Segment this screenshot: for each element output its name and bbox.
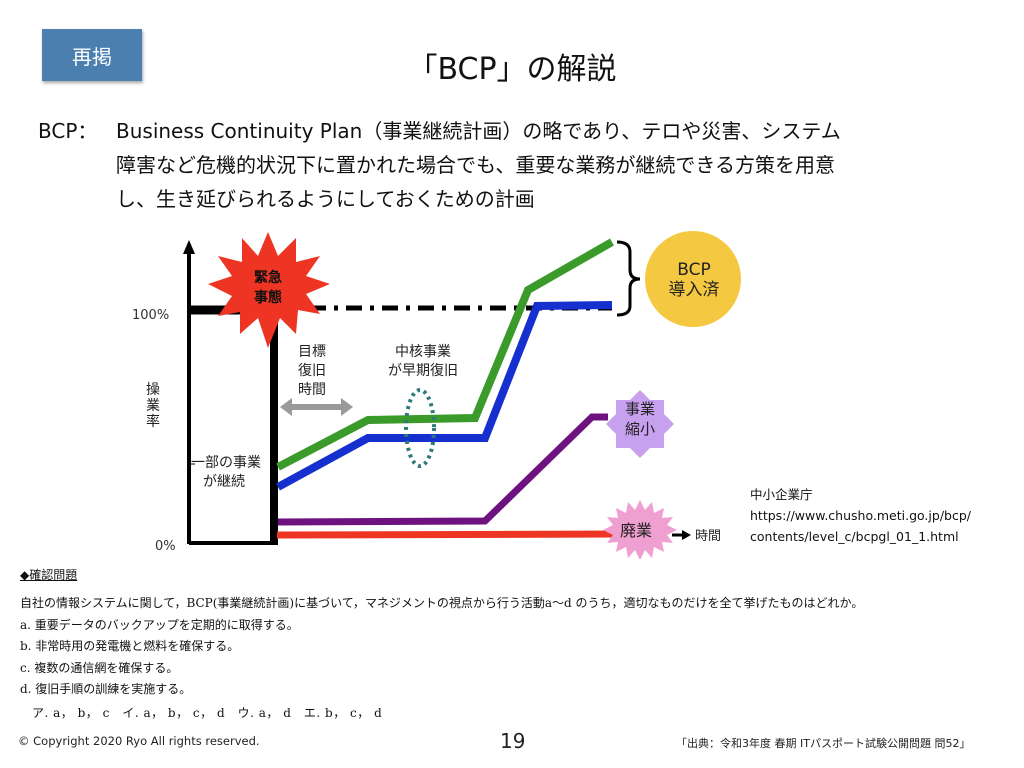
y-tick-0: 0% bbox=[155, 539, 176, 554]
quiz-item-c: c. 複数の通信網を確保する。 bbox=[20, 660, 179, 675]
page-title: 「BCP」の解説 bbox=[407, 52, 617, 87]
definition-line-1: Business Continuity Plan（事業継続計画）の略であり、テロ… bbox=[116, 119, 841, 143]
source-note: 中小企業庁 https://www.chusho.meti.go.jp/bcp/… bbox=[750, 484, 971, 547]
core-business-label: 中核事業 が早期復旧 bbox=[388, 344, 458, 379]
quiz-choices: ア. a， b， c イ. a， b， c， d ウ. a， d エ. b， c… bbox=[32, 705, 383, 720]
target-recovery-time-arrow bbox=[280, 398, 353, 416]
y-axis-arrow-icon bbox=[183, 240, 195, 254]
business-shrink-star-icon bbox=[606, 390, 674, 458]
quiz-item-a: a. 重要データのバックアップを定期的に取得する。 bbox=[20, 617, 299, 632]
bcp-line-high bbox=[276, 238, 614, 471]
definition-line-3: し、生き延びられるようにしておくための計画 bbox=[116, 187, 535, 211]
bcp-brace bbox=[616, 240, 641, 317]
bcp-implemented-circle bbox=[645, 231, 741, 327]
quiz-section: ◆確認問題 自社の情報システムに関して，BCP(事業継続計画)に基づいて，マネジ… bbox=[20, 566, 863, 724]
emergency-burst-icon bbox=[208, 232, 330, 348]
source-note-url-2: contents/level_c/bcpgl_01_1.html bbox=[750, 529, 959, 544]
definition-term: BCP： bbox=[38, 119, 98, 143]
reposted-badge-label: 再掲 bbox=[72, 44, 112, 69]
bcp-line-low bbox=[276, 301, 613, 491]
partial-business-label: 一部の事業 が継続 bbox=[191, 455, 261, 490]
y-axis-label: 操業率 bbox=[146, 382, 160, 430]
business-closure-burst-icon bbox=[603, 500, 677, 560]
exam-source: 「出典：令和3年度 春期 ITパスポート試験公開問題 問52」 bbox=[676, 737, 971, 750]
y-tick-100: 100% bbox=[132, 308, 170, 323]
quiz-item-b: b. 非常時用の発電機と燃料を確保する。 bbox=[20, 639, 240, 653]
source-note-org: 中小企業庁 bbox=[750, 487, 813, 502]
x-axis-label: 時間 bbox=[695, 529, 722, 544]
quiz-item-d: d. 復旧手順の訓練を実施する。 bbox=[20, 682, 192, 696]
target-recovery-time-label: 目標 復旧 時間 bbox=[298, 344, 326, 398]
reposted-badge: 再掲 bbox=[42, 29, 142, 81]
y-axis bbox=[183, 240, 195, 544]
business-closure-label: 廃業 bbox=[620, 521, 653, 540]
definition-line-2: 障害など危機的状況下に置かれた場合でも、重要な業務が継続できる方策を用意 bbox=[116, 153, 835, 177]
bcp-implemented-label: BCP 導入済 bbox=[668, 260, 720, 300]
closure-line bbox=[276, 530, 623, 539]
core-business-ellipse bbox=[404, 388, 436, 468]
quiz-question: 自社の情報システムに関して，BCP(事業継続計画)に基づいて，マネジメントの視点… bbox=[20, 596, 864, 610]
time-axis-arrow bbox=[672, 530, 691, 540]
emergency-label: 緊急 事態 bbox=[254, 270, 282, 306]
normal-operation-box bbox=[189, 300, 278, 545]
business-shrink-label: 事業 縮小 bbox=[624, 400, 655, 438]
quiz-heading: ◆確認問題 bbox=[20, 568, 78, 582]
bcp-definition: BCP： Business Continuity Plan（事業継続計画）の略で… bbox=[38, 114, 841, 216]
source-note-url-1: https://www.chusho.meti.go.jp/bcp/ bbox=[750, 508, 971, 523]
page-number: 19 bbox=[500, 729, 526, 753]
copyright: © Copyright 2020 Ryo All rights reserved… bbox=[18, 734, 260, 748]
shrink-line bbox=[277, 413, 608, 526]
